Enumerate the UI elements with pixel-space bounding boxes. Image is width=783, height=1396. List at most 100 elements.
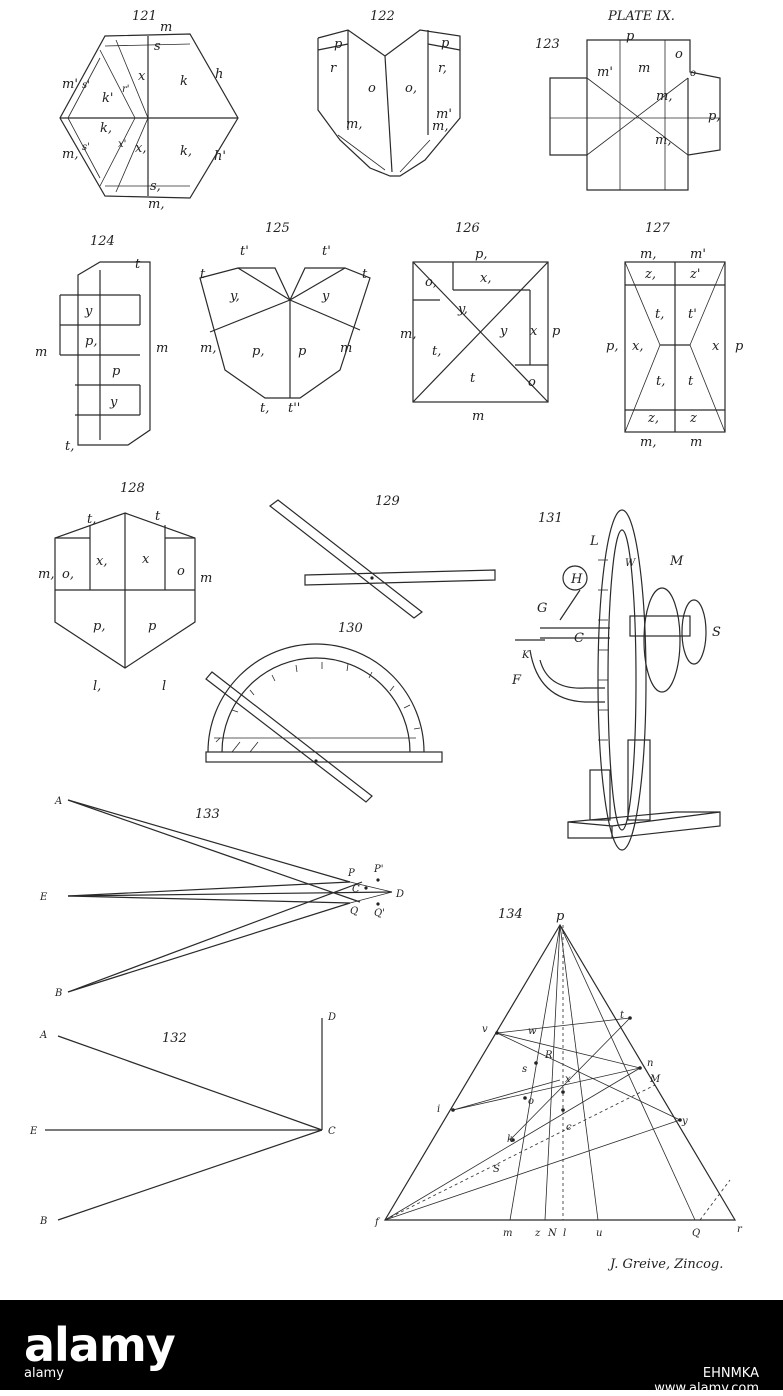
site-url: www.alamy.com <box>654 1381 759 1396</box>
svg-text:S: S <box>493 1164 500 1175</box>
svg-text:c: c <box>566 1122 572 1133</box>
svg-text:C: C <box>574 631 584 646</box>
svg-text:p: p <box>441 36 450 51</box>
svg-text:x: x <box>565 1074 571 1085</box>
svg-text:k,: k, <box>100 121 112 136</box>
svg-text:M: M <box>669 554 684 569</box>
svg-text:x,: x, <box>480 271 491 286</box>
svg-text:z,: z, <box>647 411 659 426</box>
figure-132: 132 A D E C B <box>29 1012 336 1227</box>
svg-text:t': t' <box>322 244 331 259</box>
svg-text:m: m <box>340 341 352 356</box>
svg-text:m,: m, <box>38 567 54 582</box>
svg-text:D: D <box>327 1012 336 1023</box>
figure-131: 131 L W M H G C <box>511 509 721 851</box>
svg-text:x: x <box>712 339 720 354</box>
svg-text:p: p <box>556 909 565 924</box>
figure-number: 126 <box>455 221 480 236</box>
svg-text:w: w <box>528 1026 537 1037</box>
svg-text:s: s <box>522 1064 527 1075</box>
svg-text:B: B <box>39 1216 47 1227</box>
svg-text:E: E <box>29 1126 38 1137</box>
svg-text:P: P <box>347 868 355 879</box>
alamy-logo: alamy <box>24 1318 176 1372</box>
figure-number: 128 <box>120 481 145 496</box>
svg-text:t: t <box>620 1010 625 1021</box>
svg-text:S: S <box>712 625 721 640</box>
figure-134: 134 p v w t R s n M x i o <box>374 907 743 1239</box>
svg-text:t,: t, <box>65 439 74 454</box>
svg-text:o: o <box>368 81 376 96</box>
svg-text:L: L <box>589 534 599 549</box>
svg-text:s: s <box>154 39 161 54</box>
svg-text:n: n <box>647 1058 653 1069</box>
svg-text:t: t <box>470 371 476 386</box>
figure-133: 133 A P P' E C D Q Q' B <box>39 796 404 999</box>
stock-footer: alamy <box>0 1300 783 1390</box>
svg-text:x: x <box>138 69 146 84</box>
svg-text:m: m <box>503 1228 512 1239</box>
figure-122: 122 p p r r, o o, m' m, m, <box>317 9 461 177</box>
svg-text:t: t <box>688 374 694 389</box>
svg-text:o,: o, <box>62 567 74 582</box>
svg-text:m,: m, <box>200 341 216 356</box>
svg-text:r: r <box>737 1224 743 1235</box>
svg-text:y: y <box>84 304 93 319</box>
svg-text:t,: t, <box>87 512 96 527</box>
svg-text:p: p <box>112 364 121 379</box>
svg-text:o: o <box>177 564 185 579</box>
svg-text:t,: t, <box>656 374 665 389</box>
figure-number: 131 <box>538 511 563 526</box>
svg-text:E: E <box>39 892 48 903</box>
svg-text:m: m <box>690 435 702 450</box>
figure-121: 121 m s h k x m' s' k' r' k, x' x, k, h'… <box>59 9 239 212</box>
svg-text:Q: Q <box>350 906 358 917</box>
svg-text:p: p <box>552 324 561 339</box>
svg-text:p,: p, <box>252 344 264 359</box>
svg-text:p: p <box>148 619 157 634</box>
svg-text:m,: m, <box>432 119 448 134</box>
plate-title: PLATE IX. <box>607 9 675 24</box>
figure-128: 128 t, t m, o, x, x o m p, p l, l <box>38 481 212 694</box>
svg-text:r: r <box>330 61 337 76</box>
svg-text:z: z <box>689 411 697 426</box>
svg-text:y: y <box>499 324 508 339</box>
svg-text:p,: p, <box>85 334 97 349</box>
figure-number: 133 <box>195 807 220 822</box>
svg-text:s': s' <box>82 142 90 153</box>
figure-number: 127 <box>645 221 671 236</box>
svg-text:o,: o, <box>405 81 417 96</box>
svg-text:l,: l, <box>93 679 101 694</box>
svg-text:l: l <box>162 679 166 694</box>
svg-text:p: p <box>334 37 343 52</box>
alamy-small-logo: alamy <box>24 1366 64 1381</box>
svg-text:K: K <box>521 650 530 661</box>
svg-text:F: F <box>511 673 522 688</box>
figure-number: 125 <box>265 221 290 236</box>
figure-125: 125 t' t' t t y, y m, m p, p t, t'' <box>199 221 371 416</box>
svg-text:m: m <box>472 409 484 424</box>
svg-text:N: N <box>547 1228 558 1239</box>
svg-text:y,: y, <box>229 289 240 304</box>
figure-129: 129 <box>269 494 496 619</box>
figure-124: 124 t y p, m m p y t, <box>35 234 168 454</box>
svg-text:x,: x, <box>96 554 107 569</box>
svg-text:o,: o, <box>425 275 437 290</box>
svg-text:r': r' <box>122 84 130 95</box>
svg-text:A: A <box>54 796 62 807</box>
svg-text:o: o <box>528 1096 534 1107</box>
svg-text:t'': t'' <box>288 401 300 416</box>
svg-text:R: R <box>544 1050 553 1061</box>
svg-text:t: t <box>155 509 161 524</box>
svg-text:s': s' <box>82 80 90 91</box>
svg-text:x,: x, <box>632 339 643 354</box>
svg-text:r,: r, <box>438 61 447 76</box>
svg-text:l: l <box>563 1228 566 1239</box>
svg-text:H: H <box>570 572 583 587</box>
svg-text:m,: m, <box>400 327 416 342</box>
figure-number: 123 <box>535 37 560 52</box>
figure-number: 124 <box>90 234 115 249</box>
svg-text:u: u <box>596 1228 602 1239</box>
svg-text:M: M <box>649 1074 661 1085</box>
svg-text:o: o <box>528 375 536 390</box>
